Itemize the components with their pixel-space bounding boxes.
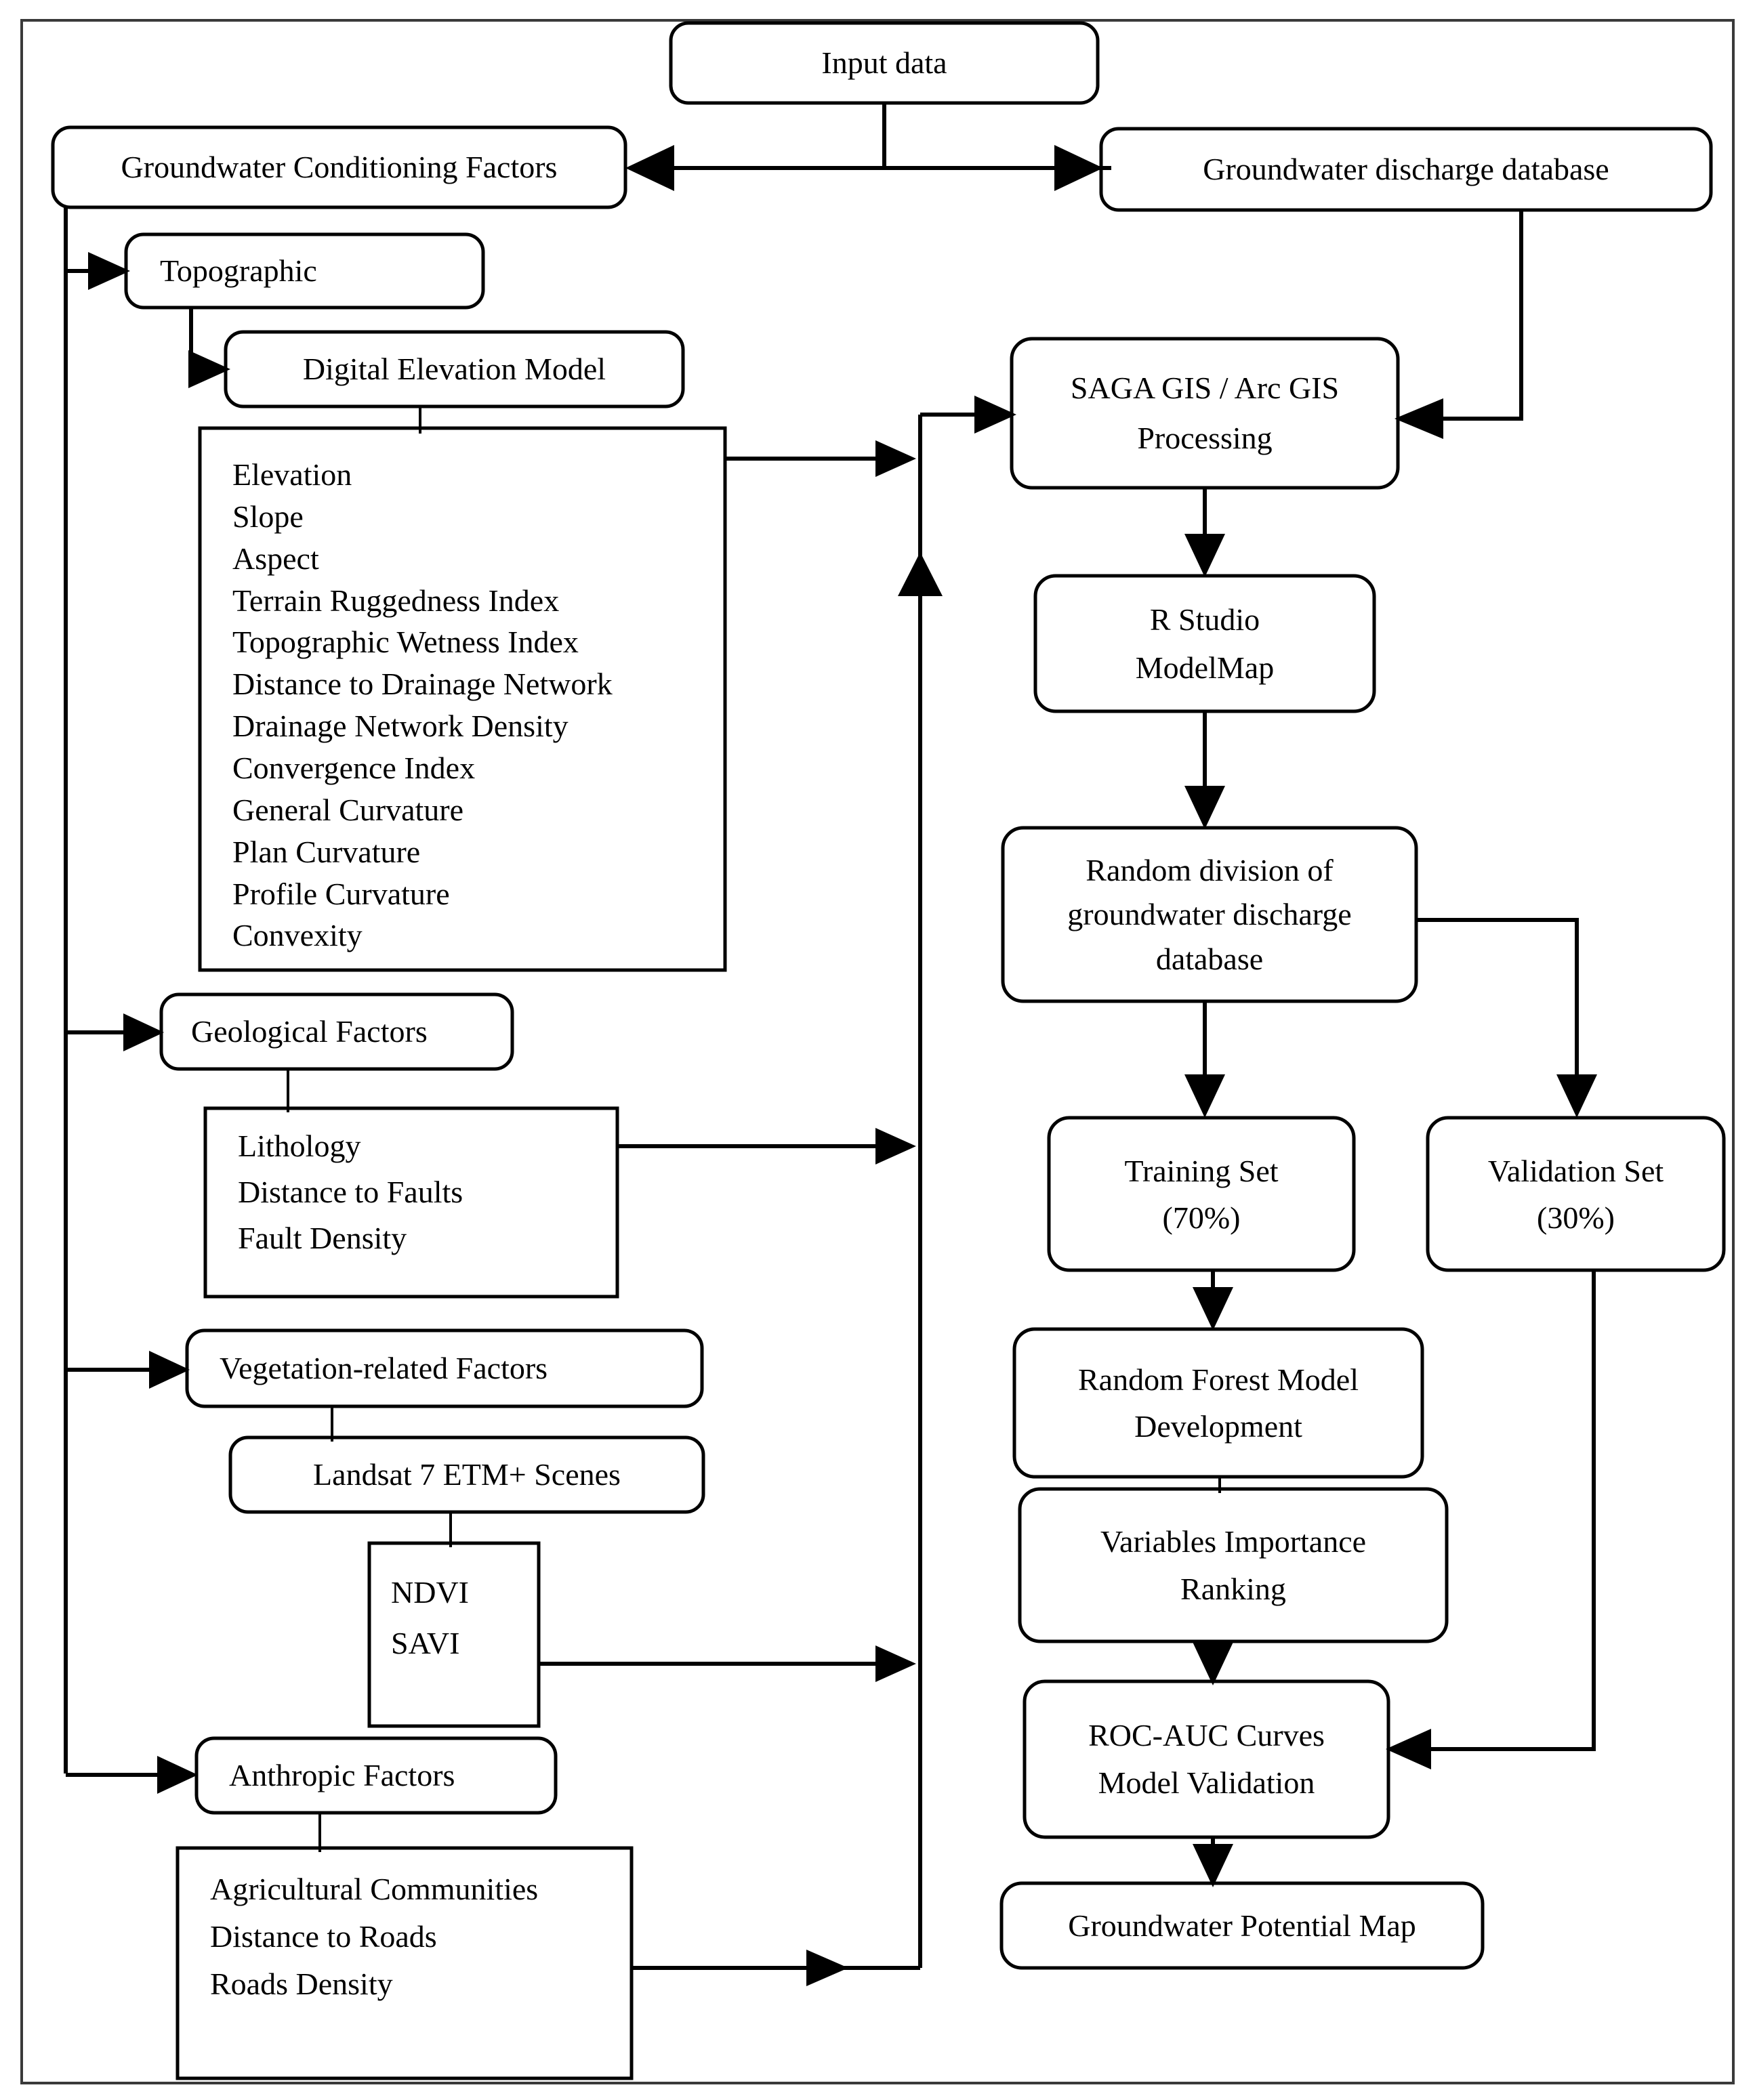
node-box-geological[interactable] — [159, 992, 514, 1071]
connector-validation-to-roc — [1430, 1270, 1596, 1751]
node-box-anthropic-list[interactable] — [176, 1846, 634, 2080]
node-box-gis-processing[interactable] — [1010, 337, 1400, 490]
node-box-random-division[interactable] — [1001, 826, 1418, 1003]
node-box-input-data[interactable] — [669, 21, 1100, 105]
node-box-conditioning-factors[interactable] — [51, 125, 627, 209]
node-box-potential-map[interactable] — [999, 1881, 1485, 1970]
arrowhead-to-gis-right — [1395, 398, 1443, 439]
arrowhead-to-dem — [188, 350, 230, 388]
node-box-geological-list[interactable] — [203, 1106, 619, 1299]
arrowhead-validation-roc — [1386, 1729, 1431, 1769]
node-box-topographic-list[interactable] — [198, 426, 727, 972]
connector-division-to-validation — [1416, 918, 1579, 1084]
arrowhead-indices-collector — [875, 1645, 916, 1682]
arrowhead-to-roc — [1193, 1642, 1233, 1685]
node-box-landsat[interactable] — [228, 1435, 705, 1514]
arrowhead-geolist-collector — [875, 1128, 916, 1164]
arrowhead-anthlist-collector — [806, 1950, 848, 1986]
node-box-rf-model[interactable] — [1012, 1327, 1424, 1479]
arrowhead-to-topographic — [88, 252, 130, 290]
node-box-anthropic[interactable] — [194, 1736, 558, 1815]
arrowhead-to-division — [1184, 786, 1225, 829]
connector-discharge-to-gis — [1443, 210, 1523, 421]
node-box-training-set[interactable] — [1047, 1116, 1356, 1272]
arrowhead-to-map — [1193, 1844, 1233, 1887]
node-box-roc-auc[interactable] — [1023, 1679, 1390, 1839]
node-box-validation-set[interactable] — [1426, 1116, 1726, 1272]
node-box-r-studio[interactable] — [1033, 574, 1376, 713]
arrowhead-to-training — [1184, 1074, 1225, 1118]
arrowhead-to-validation — [1556, 1074, 1597, 1118]
arrowhead-to-discharge-database — [1054, 145, 1103, 191]
arrowhead-collector-up — [898, 552, 943, 596]
node-box-vegetation-indices[interactable] — [367, 1541, 541, 1728]
arrowhead-to-rf — [1193, 1287, 1233, 1330]
node-box-variables-importance[interactable] — [1018, 1487, 1449, 1643]
arrowhead-to-anthropic — [157, 1756, 198, 1794]
arrowhead-to-geological — [123, 1013, 164, 1051]
arrowhead-to-conditioning-factors — [625, 145, 674, 191]
figure-border — [20, 19, 1735, 2084]
node-box-vegetation[interactable] — [185, 1328, 704, 1408]
arrowhead-to-rstudio — [1184, 534, 1225, 577]
arrowhead-to-gis-left — [974, 396, 1016, 434]
node-box-discharge-database[interactable] — [1099, 127, 1713, 212]
arrowhead-topolist-collector — [875, 440, 916, 477]
node-box-topographic[interactable] — [124, 232, 485, 310]
node-box-dem[interactable] — [224, 330, 685, 408]
arrowhead-to-vegetation — [149, 1351, 190, 1389]
